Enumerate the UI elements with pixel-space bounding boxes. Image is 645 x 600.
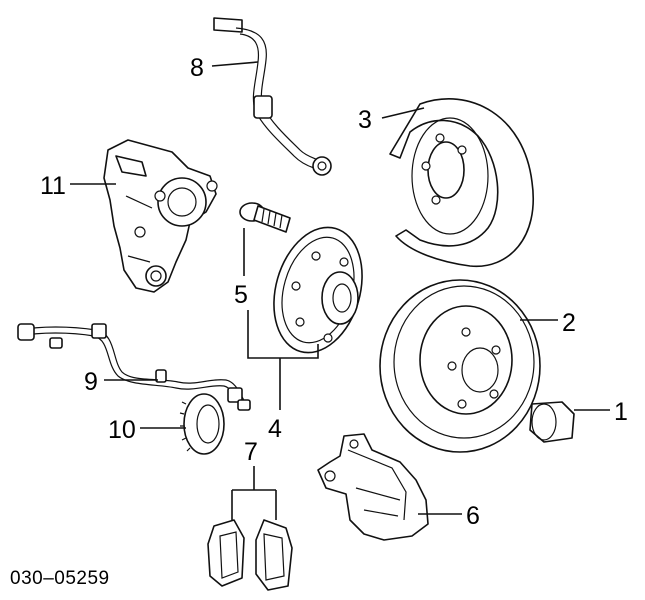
callout-6: 6 [466,502,480,530]
brake-hose [213,17,332,176]
steering-knuckle [103,139,218,293]
leader-8 [211,61,259,67]
callout-10: 10 [108,416,136,444]
callout-1: 1 [614,398,628,426]
bushing [529,401,575,443]
splash-shield [389,98,534,268]
brake-rotor [379,279,541,453]
callout-3: 3 [358,106,372,134]
bracket-4 [247,310,319,410]
brake-caliper [317,433,429,541]
wheel-bolt [239,202,291,233]
brake-pads [207,519,293,591]
wheel-hub [273,226,363,354]
callout-4: 4 [268,415,282,443]
callout-11: 11 [40,172,66,200]
bracket-7 [231,466,277,520]
leader-3 [381,107,425,119]
abs-tone-ring [179,393,225,455]
abs-sensor [17,323,251,411]
callout-7: 7 [244,438,258,466]
leader-lines [70,61,610,520]
callout-8: 8 [190,54,204,82]
reference-code: 030–05259 [10,568,110,589]
callout-9: 9 [84,368,98,396]
callout-5: 5 [234,281,248,309]
callout-labels: 1 2 3 4 5 6 7 8 9 10 11 030–05259 [10,54,628,589]
callout-2: 2 [562,309,576,337]
